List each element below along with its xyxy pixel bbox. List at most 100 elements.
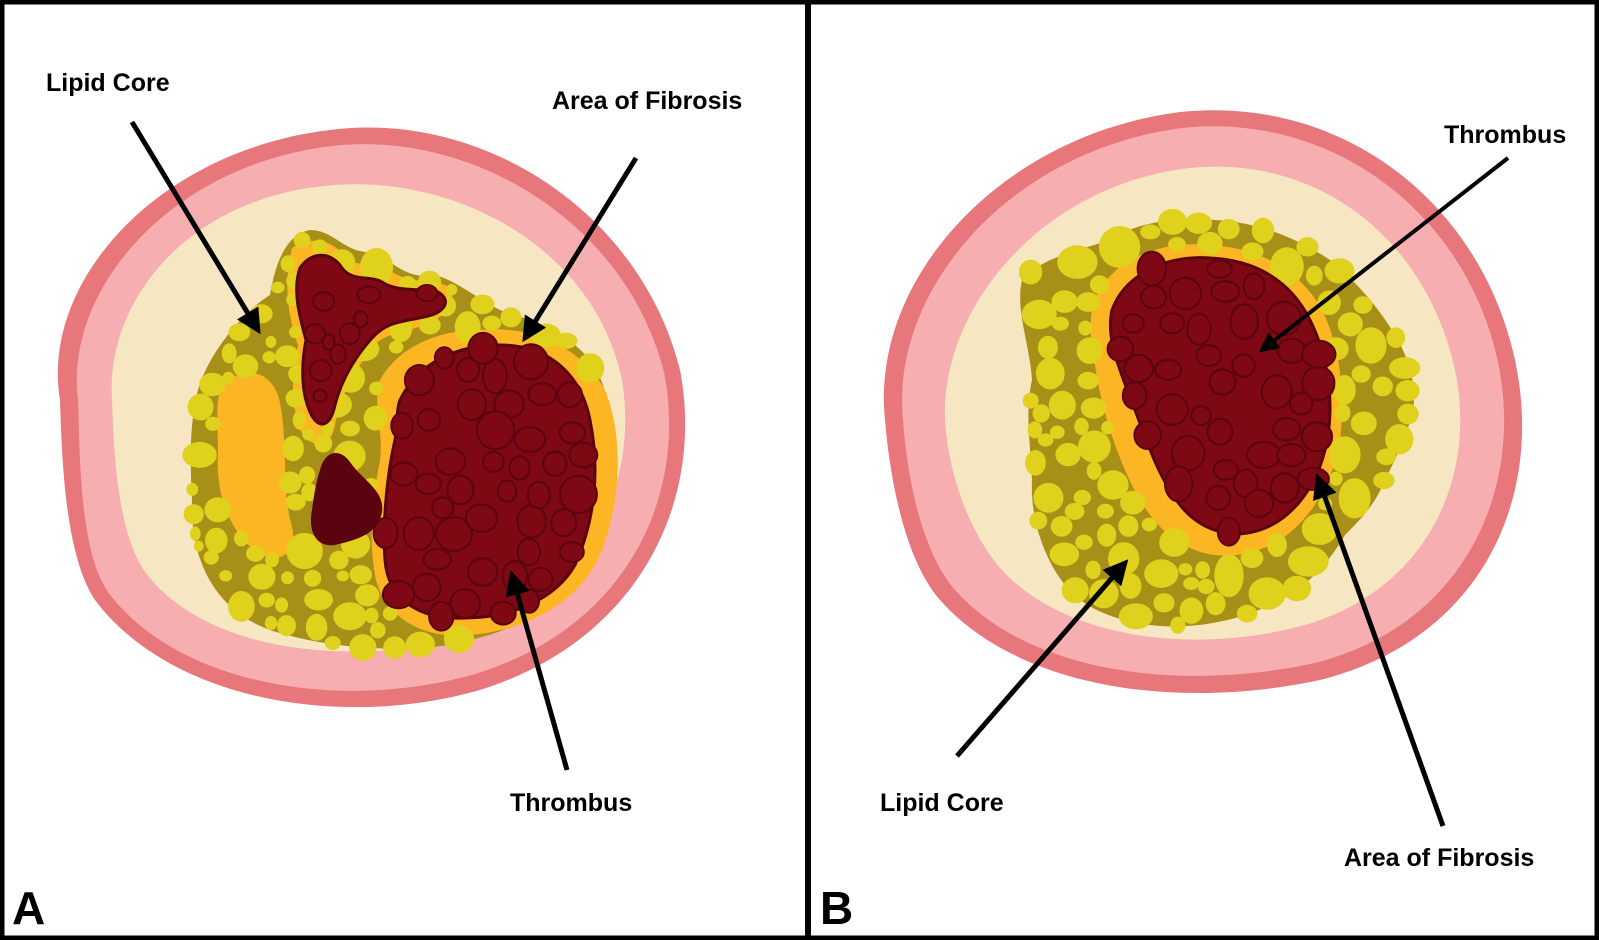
texture-blob (383, 636, 406, 659)
texture-blob (1108, 542, 1140, 576)
texture-blob (1170, 616, 1186, 634)
texture-blob (1248, 577, 1286, 610)
texture-blob (1210, 280, 1241, 303)
texture-blob (489, 600, 517, 626)
texture-blob (1272, 417, 1302, 442)
texture-blob (1389, 357, 1421, 379)
texture-blob (475, 410, 516, 451)
texture-blob (1329, 471, 1343, 486)
texture-blob (187, 393, 214, 421)
texture-blob (1154, 358, 1183, 381)
texture-blob (1397, 403, 1419, 425)
texture-blob (1350, 411, 1377, 436)
texture-blob (321, 333, 336, 351)
texture-blob (390, 411, 414, 440)
texture-blob (389, 461, 419, 487)
texture-blob (527, 566, 554, 593)
texture-blob (405, 631, 435, 658)
texture-blob (1190, 405, 1212, 427)
texture-blob (1159, 528, 1190, 557)
panel-b: Thrombus Lipid Core Area of Fibrosis B (820, 110, 1566, 934)
texture-blob (542, 450, 568, 477)
texture-blob (304, 589, 333, 611)
texture-blob (1035, 357, 1065, 390)
texture-blob (1296, 237, 1319, 257)
texture-blob (1206, 417, 1234, 446)
texture-blob (1242, 272, 1266, 301)
texture-blob (1077, 371, 1099, 390)
texture-blob (1241, 242, 1264, 261)
texture-blob (1168, 237, 1186, 252)
texture-blob (381, 579, 416, 610)
texture-blob (1243, 488, 1275, 518)
texture-blob (1048, 390, 1076, 420)
texture-blob (314, 434, 333, 453)
texture-blob (558, 421, 587, 445)
arrow-thrombus-a (505, 570, 570, 771)
texture-blob (1351, 365, 1371, 383)
texture-blob (1334, 403, 1351, 422)
texture-blob (389, 340, 404, 354)
texture-blob (303, 323, 326, 345)
texture-blob (1353, 296, 1373, 314)
texture-blob (1029, 511, 1048, 530)
texture-blob (526, 480, 551, 510)
texture-blob (516, 503, 548, 539)
texture-blob (1338, 478, 1371, 519)
texture-blob (1144, 559, 1179, 588)
texture-blob (183, 504, 204, 525)
texture-blob (1231, 353, 1256, 378)
texture-blob (1021, 299, 1057, 330)
thrombus-cells-a (303, 284, 599, 632)
texture-blob (1260, 374, 1293, 410)
texture-blob (182, 441, 217, 468)
texture-blob (1246, 440, 1282, 469)
texture-blob (403, 364, 435, 397)
texture-blob (1089, 579, 1119, 609)
texture-blob (1038, 335, 1058, 359)
texture-blob (1168, 276, 1203, 311)
texture-blob (1205, 592, 1226, 616)
texture-blob (1170, 435, 1206, 472)
texture-blob (1101, 421, 1114, 435)
texture-blob (193, 540, 204, 552)
texture-blob (446, 474, 475, 506)
texture-blob (265, 552, 279, 568)
texture-blob (1287, 546, 1329, 577)
texture-blob (221, 343, 237, 364)
texture-blob (265, 335, 277, 348)
texture-blob (500, 307, 522, 328)
texture-blob (516, 537, 542, 567)
label-lipid-core-a: Lipid Core (46, 69, 170, 97)
texture-blob (275, 597, 289, 613)
texture-blob (205, 416, 221, 431)
texture-blob (356, 285, 382, 305)
texture-blob (550, 508, 578, 538)
texture-blob (338, 322, 361, 345)
texture-blob (1195, 561, 1210, 579)
texture-blob (1140, 224, 1161, 240)
texture-blob (1051, 290, 1078, 313)
texture-blob (329, 343, 347, 365)
texture-blob (422, 548, 452, 571)
texture-blob (496, 479, 518, 503)
texture-blob (1033, 482, 1064, 513)
texture-blob (292, 411, 307, 430)
texture-blob (1300, 421, 1334, 453)
texture-blob (1089, 275, 1110, 294)
texture-blob (482, 315, 502, 331)
texture-blob (248, 563, 276, 590)
texture-blob (364, 607, 379, 624)
texture-blob (1027, 421, 1043, 439)
texture-blob (402, 516, 435, 551)
texture-blob (258, 592, 275, 608)
texture-blob (280, 255, 296, 273)
panel-letter-b: B (820, 882, 853, 934)
texture-blob (467, 331, 499, 365)
texture-blob (1179, 597, 1204, 624)
texture-blob (1120, 490, 1146, 515)
texture-blob (355, 584, 380, 607)
texture-blob (303, 569, 322, 587)
